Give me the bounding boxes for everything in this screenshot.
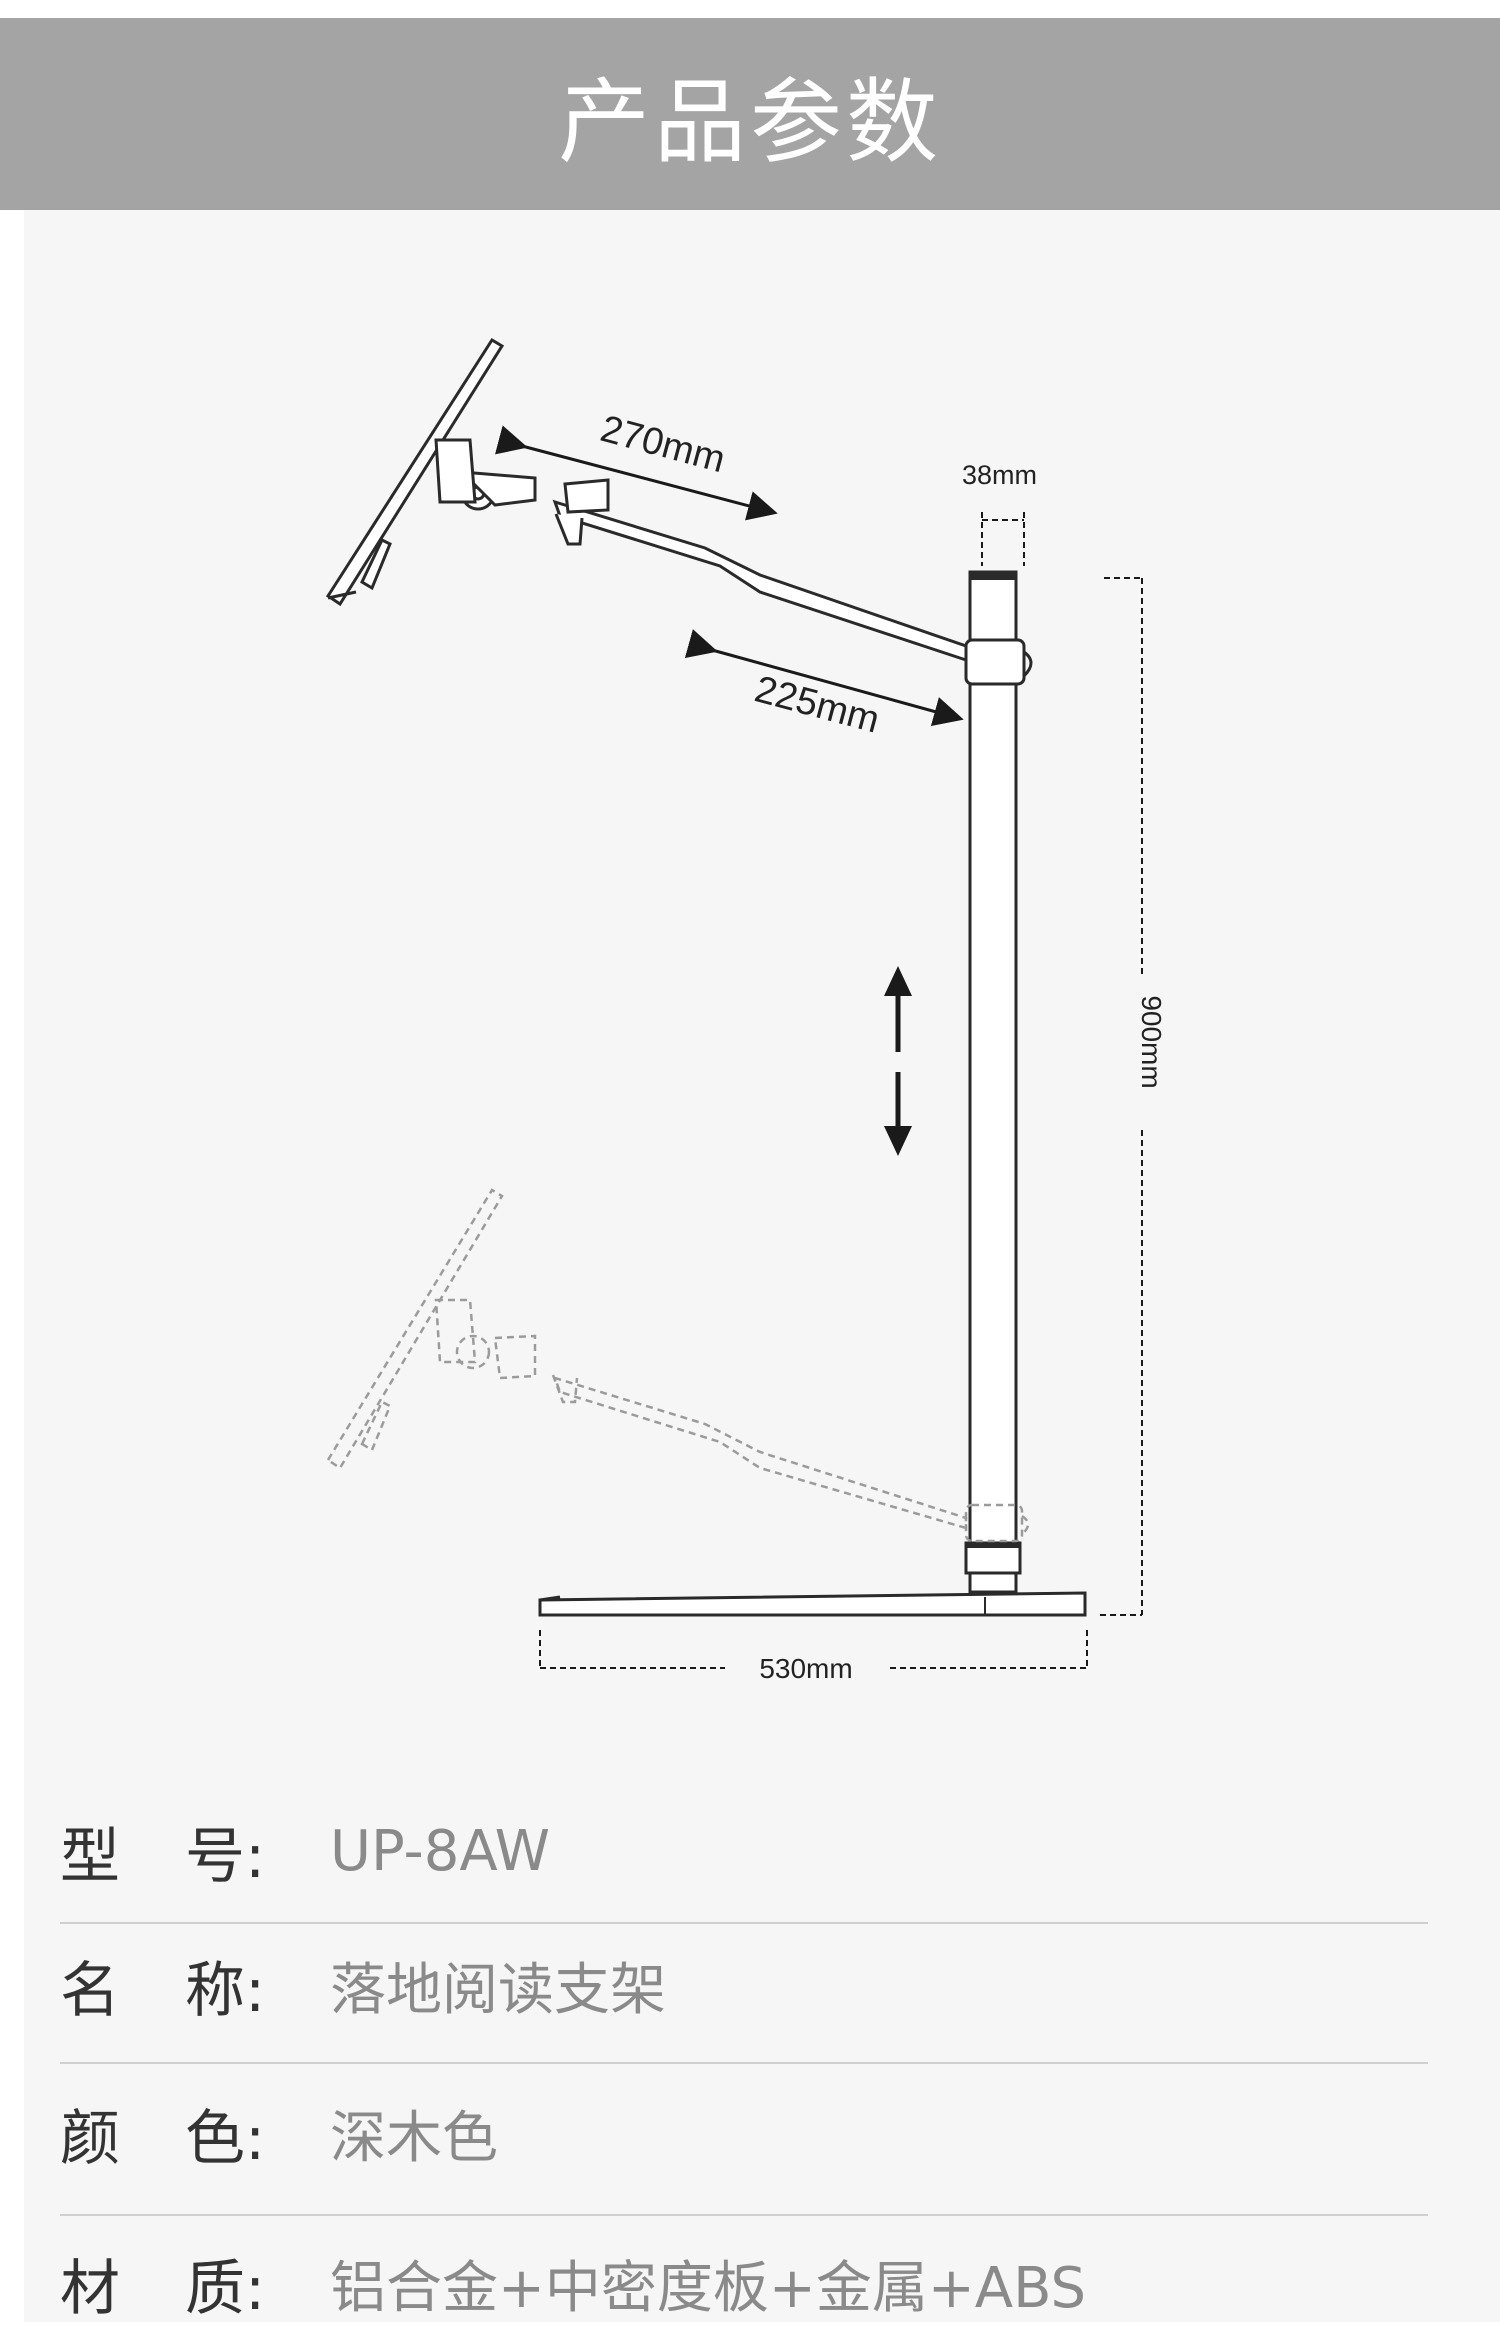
spec-row-name: 名 称: 落地阅读支架 — [60, 1942, 1430, 2029]
divider — [60, 2214, 1428, 2216]
spec-row-material: 材 质: 铝合金+中密度板+金属+ABS — [60, 2240, 1430, 2327]
up-down-arrows-icon — [884, 966, 912, 1156]
spec-label: 型 号: — [60, 1808, 330, 1895]
spec-value-color: 深木色 — [330, 2106, 498, 2171]
spec-label-char: 称: — [185, 1956, 266, 2026]
stand-base — [538, 1591, 1087, 1617]
spec-value-name: 落地阅读支架 — [330, 1958, 666, 2023]
content-panel — [24, 210, 1500, 2322]
spec-label-char: 号: — [185, 1822, 266, 1892]
divider — [60, 1922, 1428, 1924]
stand-pole — [964, 570, 1022, 1594]
spec-label-char: 名 — [60, 1956, 120, 2026]
spec-value-model: UP-8AW — [330, 1819, 550, 1884]
spec-label-char: 材 — [60, 2254, 120, 2324]
tablet-arm-lowered — [326, 1188, 1030, 1543]
dimension-label-pole: 38mm — [962, 460, 1037, 490]
spec-label: 颜 色: — [60, 2090, 330, 2177]
spec-label-char: 型 — [60, 1822, 120, 1892]
spec-label: 名 称: — [60, 1942, 330, 2029]
tablet-arm-raised — [325, 337, 1033, 686]
spec-label-char: 颜 — [60, 2104, 120, 2174]
spec-label-char: 质: — [185, 2254, 266, 2324]
spec-label: 材 质: — [60, 2240, 330, 2327]
dimension-pole-diameter — [981, 512, 1025, 566]
spec-row-model: 型 号: UP-8AW — [60, 1808, 1430, 1895]
spec-value-material: 铝合金+中密度板+金属+ABS — [330, 2256, 1087, 2321]
dimension-label-height: 900mm — [1136, 995, 1167, 1088]
dimension-base-width — [539, 1630, 1088, 1670]
spec-row-color: 颜 色: 深木色 — [60, 2090, 1430, 2177]
product-dimension-diagram: 270mm 225mm 38mm 900mm 530mm — [325, 337, 1167, 1684]
dimension-lower-arm: 225mm — [684, 629, 964, 742]
page-header: 产品参数 — [0, 18, 1500, 210]
dimension-label-base: 530mm — [759, 1653, 852, 1684]
page-title: 产品参数 — [557, 68, 942, 176]
divider — [60, 2062, 1428, 2064]
dimension-upper-arm: 270mm — [494, 408, 778, 521]
dimension-height — [1100, 577, 1143, 1616]
spec-label-char: 色: — [185, 2104, 266, 2174]
